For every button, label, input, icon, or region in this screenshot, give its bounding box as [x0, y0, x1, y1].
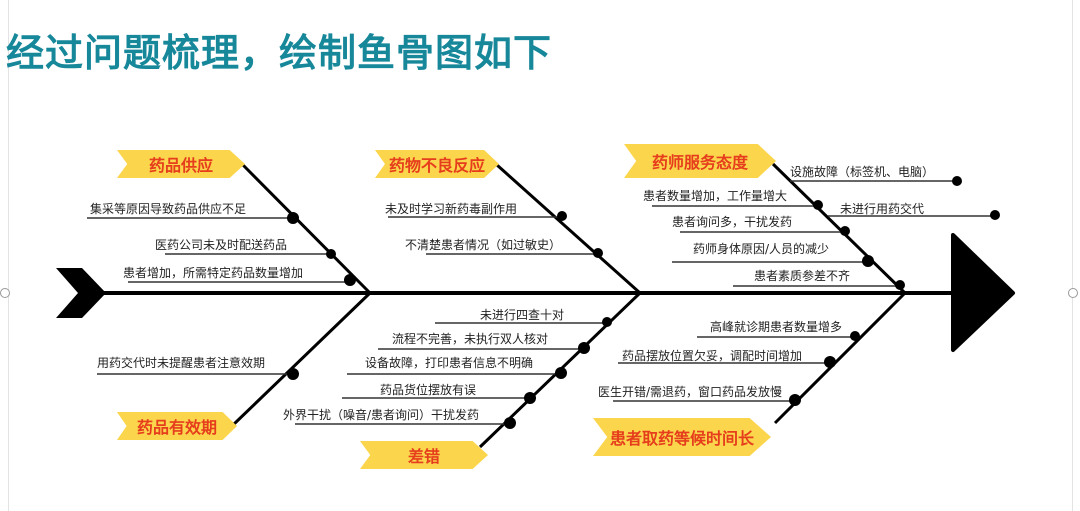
canvas-left-edge — [8, 0, 9, 511]
cause-dot — [504, 417, 516, 429]
bone-supply — [241, 163, 372, 295]
cause-dot — [990, 210, 1000, 220]
cause-text: 集采等原因导致药品供应不足 — [90, 202, 247, 216]
resize-handle-left[interactable] — [0, 288, 10, 298]
cause-text: 外界干扰（噪音/患者询问）干扰发药 — [283, 408, 480, 422]
cause-dot — [895, 280, 905, 290]
cause-text: 未及时学习新药毒副作用 — [385, 202, 518, 216]
cause-text: 流程不完善，未执行双人核对 — [392, 332, 549, 346]
cause-text: 设备故障，打印患者信息不明确 — [365, 356, 534, 370]
resize-handle-right[interactable] — [1068, 288, 1078, 298]
page-title: 经过问题梳理，绘制鱼骨图如下 — [6, 31, 553, 75]
fishbone-head-problem: 患者取药等候时间长 — [593, 418, 771, 456]
cause-text: 高峰就诊期患者数量增多 — [710, 320, 843, 334]
cause-text: 患者增加，所需特定药品数量增加 — [123, 266, 304, 280]
cause-text: 药品货位摆放有误 — [380, 383, 477, 397]
cause-text: 患者素质参差不齐 — [754, 269, 851, 283]
cause-dot — [862, 255, 874, 267]
category-service-attitude: 药师服务态度 — [624, 144, 776, 178]
cause-dot — [287, 368, 299, 380]
category-supply: 药品供应 — [117, 150, 245, 178]
cause-text: 设施故障（标签机、电脑） — [790, 165, 935, 179]
cause-text: 患者询问多，干扰发药 — [672, 215, 793, 229]
fish-head-icon — [951, 233, 1015, 352]
cause-dot — [593, 248, 603, 258]
category-expiry: 药品有效期 — [117, 412, 237, 440]
cause-dot — [952, 176, 962, 186]
cause-dot — [557, 211, 567, 221]
cause-text: 药师身体原因/人员的减少 — [693, 242, 830, 256]
cause-text: 未进行四查十对 — [480, 308, 565, 322]
cause-text: 医药公司未及时配送药品 — [155, 238, 288, 252]
cause-dot — [840, 226, 850, 236]
cause-text: 未进行用药交代 — [840, 202, 925, 216]
cause-text: 不清楚患者情况（如过敏史） — [405, 238, 562, 252]
cause-dot — [524, 392, 536, 404]
cause-dot — [813, 200, 823, 210]
bone-adverse — [495, 163, 642, 295]
cause-text: 医生开错/需退药，窗口药品发放慢 — [598, 385, 783, 399]
bone-expiry — [231, 291, 372, 427]
cause-text: 用药交代时未提醒患者注意效期 — [97, 356, 266, 370]
cause-dot — [850, 331, 860, 341]
cause-text: 患者数量增加，工作量增大 — [643, 189, 788, 203]
cause-dot — [789, 394, 801, 406]
cause-dot — [602, 317, 612, 327]
cause-dot — [578, 342, 590, 354]
cause-text: 药品摆放位置欠妥，调配时间增加 — [622, 349, 803, 363]
cause-dot — [287, 212, 299, 224]
cause-dot — [824, 356, 836, 368]
bone-service — [771, 162, 907, 295]
cause-dot — [555, 367, 567, 379]
category-error: 差错 — [360, 441, 488, 469]
canvas-right-edge — [1072, 0, 1073, 511]
cause-dot — [326, 249, 336, 259]
cause-dot — [344, 274, 356, 286]
category-adverse-reaction: 药物不良反应 — [375, 150, 499, 178]
fish-tail-icon — [56, 268, 106, 318]
